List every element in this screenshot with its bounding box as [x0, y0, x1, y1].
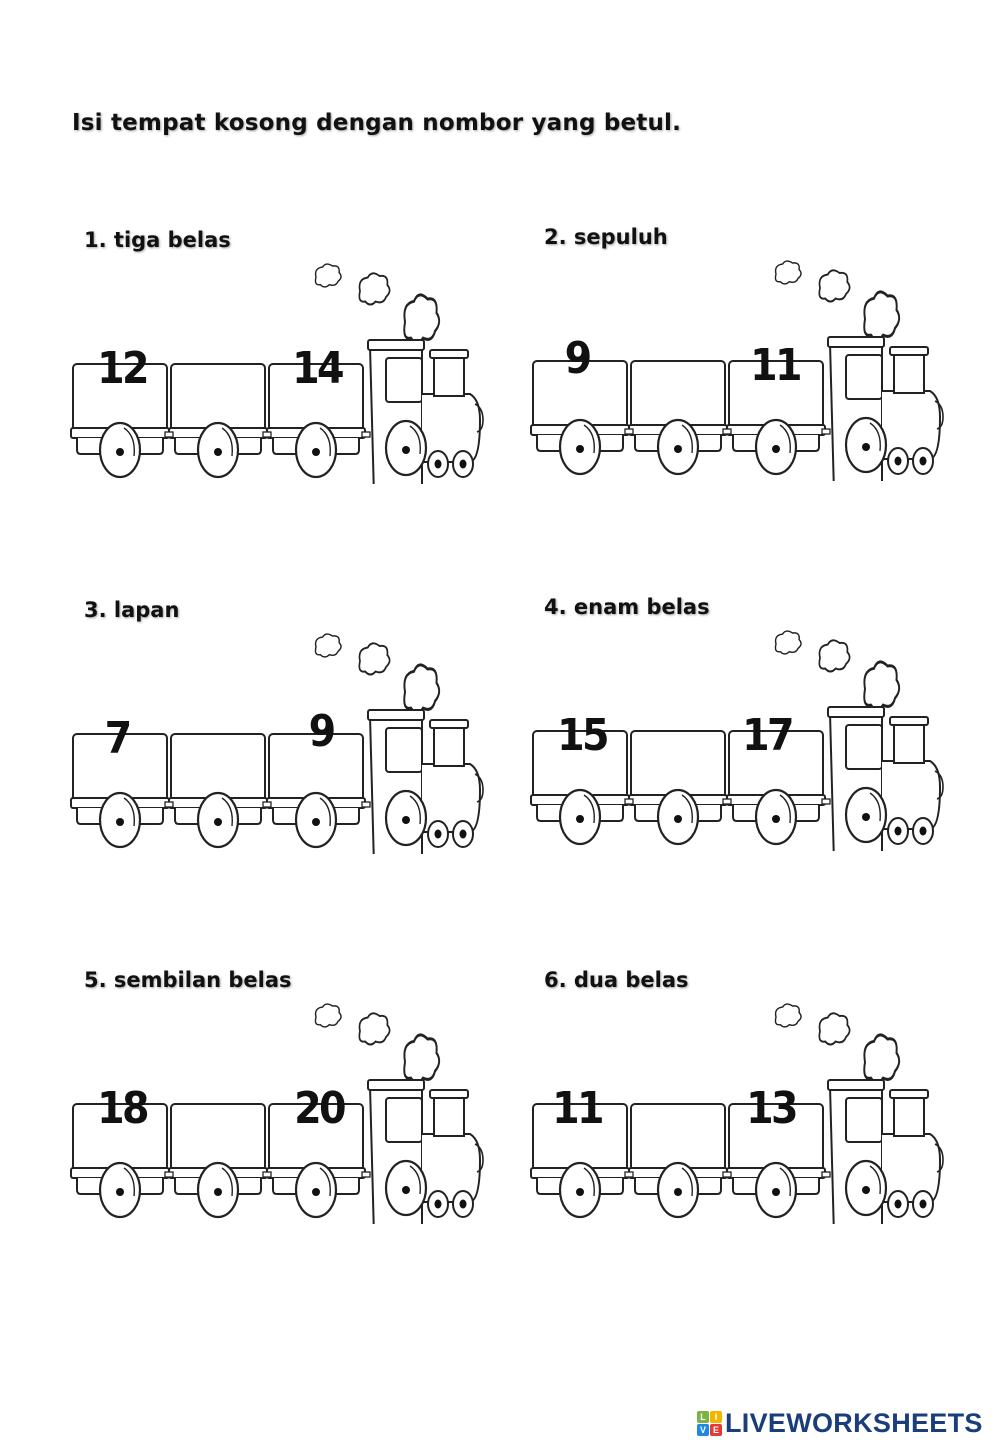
wagon-number-right: 17 — [742, 710, 794, 761]
answer-input[interactable] — [174, 341, 266, 401]
wagon-number-right: 11 — [750, 340, 802, 391]
wagon-number-left: 7 — [104, 713, 133, 764]
question-label: 4. enam belas — [544, 595, 710, 619]
logo-letter-l: L — [697, 1411, 709, 1423]
instruction-heading: Isi tempat kosong dengan nombor yang bet… — [72, 110, 682, 136]
wagon-number-right: 14 — [292, 343, 344, 394]
logo-letter-i: I — [710, 1411, 722, 1423]
liveworksheets-logo: L I V E LIVEWORKSHEETS — [697, 1408, 983, 1439]
question-label: 6. dua belas — [544, 968, 689, 992]
answer-input[interactable] — [634, 338, 726, 398]
wagon-number-right: 13 — [746, 1083, 798, 1134]
wagon-number-right: 20 — [294, 1083, 346, 1134]
question-5: 5. sembilan belas 18 20 — [70, 968, 510, 1228]
question-1: 1. tiga belas 12 14 — [70, 228, 510, 488]
logo-text: LIVEWORKSHEETS — [725, 1408, 983, 1438]
answer-input[interactable] — [174, 711, 266, 771]
answer-input[interactable] — [634, 1081, 726, 1141]
wagon-number-left: 15 — [557, 710, 609, 761]
logo-letter-v: V — [697, 1424, 709, 1436]
wagon-number-left: 18 — [97, 1083, 149, 1134]
question-label: 1. tiga belas — [84, 228, 231, 252]
question-label: 2. sepuluh — [544, 225, 668, 249]
question-2: 2. sepuluh 9 11 — [530, 225, 970, 485]
question-6: 6. dua belas 11 13 — [530, 968, 970, 1228]
wagon-number-right: 9 — [308, 706, 337, 757]
live-blocks-icon: L I V E — [697, 1411, 722, 1436]
answer-input[interactable] — [634, 708, 726, 768]
question-label: 5. sembilan belas — [84, 968, 292, 992]
answer-input[interactable] — [174, 1081, 266, 1141]
question-label: 3. lapan — [84, 598, 180, 622]
wagon-number-left: 9 — [564, 333, 593, 384]
wagon-number-left: 11 — [552, 1083, 604, 1134]
question-4: 4. enam belas 15 17 — [530, 595, 970, 855]
question-3: 3. lapan 7 9 — [70, 598, 510, 858]
wagon-number-left: 12 — [97, 343, 149, 394]
logo-letter-e: E — [710, 1424, 722, 1436]
